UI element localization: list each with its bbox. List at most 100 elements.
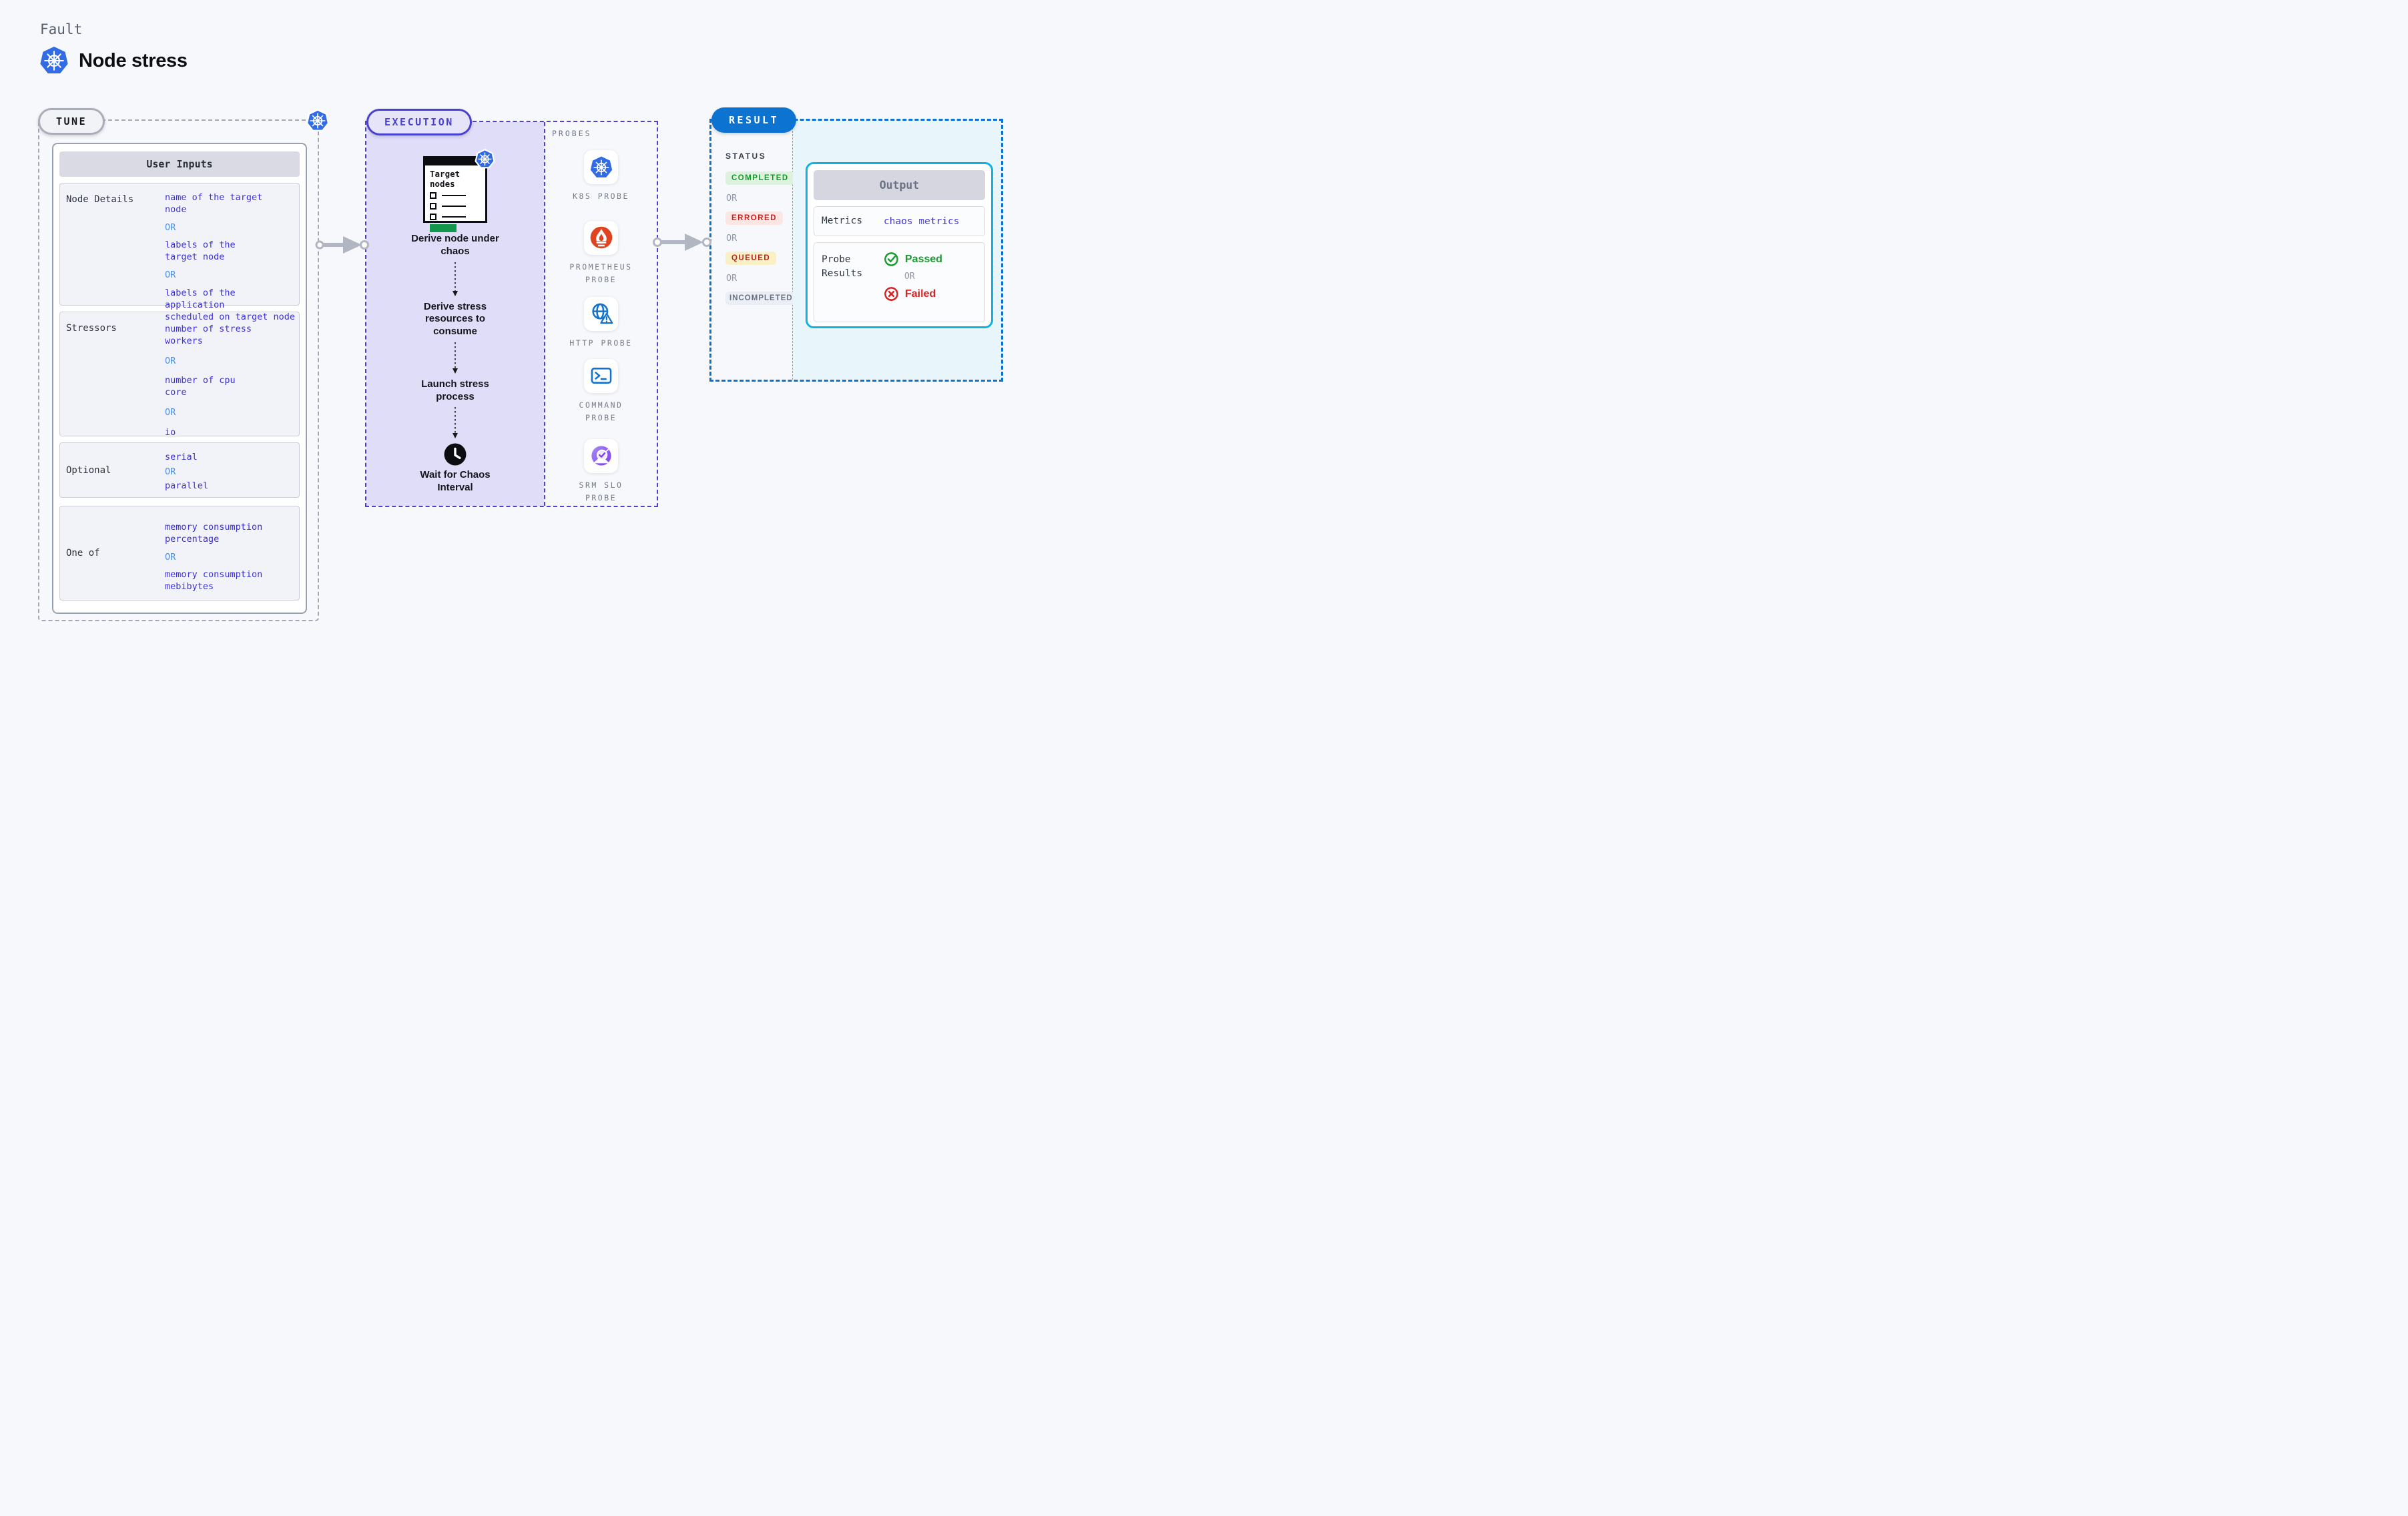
slo-gauge-check-icon [584,438,618,473]
row-value: memory consumption mebibytes [165,569,263,593]
kubernetes-icon [475,149,495,169]
fault-kicker: Fault [40,21,83,37]
or-separator: OR [726,273,737,284]
http-globe-warning-icon [584,296,618,331]
failed-label: Failed [905,288,936,300]
or-separator: OR [726,233,737,244]
probe-name: PROMETHEUS PROBE [569,262,633,284]
checkbox-icon [430,203,436,210]
or-separator: OR [726,193,737,204]
probe-results-row: Probe Results Passed OR [814,242,985,322]
execution-section: EXECUTION Target nodes Derive node under… [365,109,658,507]
or-separator: OR [165,355,176,366]
check-circle-icon [884,252,898,266]
probe-item: SRM SLO PROBE [545,438,657,504]
execution-badge: EXECUTION [366,109,472,135]
row-value: memory consumption percentage [165,521,263,544]
result-section: RESULT STATUS COMPLETED OR ERRORED OR QU… [709,107,1003,382]
row-value: labels of the target node [165,240,236,263]
row-values: serial OR parallel [165,445,299,495]
node-list-item [430,203,481,210]
or-separator: OR [165,270,176,281]
row-values: memory consumption percentage OR memory … [165,507,299,599]
page-header: Node stress [39,45,188,76]
output-panel: Output Metrics chaos metrics Probe Resul… [793,121,1001,380]
status-badge-incompleted: INCOMPLETED [725,292,797,305]
output-card: Output Metrics chaos metrics Probe Resul… [806,162,993,328]
table-row: One of memory consumption percentage OR … [59,506,300,601]
passed-label: Passed [905,253,943,265]
terminal-icon [584,358,618,393]
clock-icon [366,443,544,466]
flow-step: Derive stress resources to consume [423,300,487,338]
execution-flow-panel: Target nodes Derive node under chaos Der… [366,122,544,506]
or-separator: OR [165,222,176,233]
probe-item: K8S PROBE [545,150,657,203]
user-inputs-table: User Inputs Node Details name of the tar… [52,143,307,614]
probe-item: COMMAND PROBE [545,358,657,424]
row-values: number of stress workers OR number of cp… [165,312,299,438]
probe-item: HTTP PROBE [545,296,657,350]
target-nodes-card: Target nodes [423,156,487,232]
status-label: STATUS [725,151,767,161]
row-values: name of the target node OR labels of the… [165,183,299,322]
line-placeholder [442,195,466,196]
probes-label: PROBES [552,129,592,138]
user-inputs-header: User Inputs [59,151,300,177]
tune-badge: TUNE [38,108,105,135]
metrics-value: chaos metrics [884,216,960,227]
kubernetes-icon [584,150,618,184]
or-separator: OR [904,272,915,282]
line-placeholder [442,206,466,207]
target-nodes-title: Target nodes [430,169,461,189]
dotted-connector-arrow [453,342,458,374]
probes-to-result-arrow [653,234,711,251]
progress-bar [430,224,457,232]
table-row: Optional serial OR parallel [59,442,300,498]
status-badge-errored: ERRORED [725,212,784,225]
probes-panel: PROBES K8S PROBE PROMETHEUS PROBE [544,122,657,506]
result-badge: RESULT [711,107,797,133]
row-label: Node Details [66,194,134,205]
row-value: parallel [165,480,209,492]
probe-name: COMMAND PROBE [579,400,623,422]
row-value: labels of the application scheduled on t… [165,287,296,322]
row-value: io [165,426,176,438]
checkbox-icon [430,214,436,220]
dotted-connector-arrow [453,407,458,439]
checkbox-icon [430,192,436,199]
probe-results-label: Probe Results [822,254,863,280]
status-panel: STATUS COMPLETED OR ERRORED OR QUEUED OR… [711,121,797,380]
status-badge-completed: COMPLETED [725,171,795,185]
kubernetes-icon [306,109,330,133]
flow-step: Derive node under chaos [411,233,499,257]
row-value: name of the target node [165,192,263,215]
table-row: Stressors number of stress workers OR nu… [59,312,300,438]
flow-step: Launch stress process [421,378,489,402]
node-list-item [430,192,481,199]
probe-name: SRM SLO PROBE [579,480,623,502]
row-value: number of cpu core [165,375,236,398]
probe-results-values: Passed OR Failed [884,243,942,322]
metrics-row: Metrics chaos metrics [814,206,985,236]
or-separator: OR [165,466,176,477]
kubernetes-icon [39,45,69,76]
prometheus-icon [584,220,618,255]
row-label: Optional [66,464,111,476]
probe-name: HTTP PROBE [569,338,633,348]
x-circle-icon [884,287,898,301]
card-body: Target nodes [425,165,485,232]
metrics-label: Metrics [822,215,863,226]
row-value: serial [165,451,198,462]
or-separator: OR [165,551,176,562]
node-list-item [430,214,481,220]
probe-name: K8S PROBE [573,192,629,201]
dotted-connector-arrow [453,262,458,296]
tune-to-execution-arrow [315,236,369,254]
row-value: number of stress workers [165,324,252,346]
output-header: Output [814,170,985,200]
tune-section: TUNE User Inputs Node Details name of th… [38,108,319,621]
row-label: One of [66,548,100,558]
flow-step: Wait for Chaos Interval [420,469,491,493]
card-titlebar [425,158,485,165]
